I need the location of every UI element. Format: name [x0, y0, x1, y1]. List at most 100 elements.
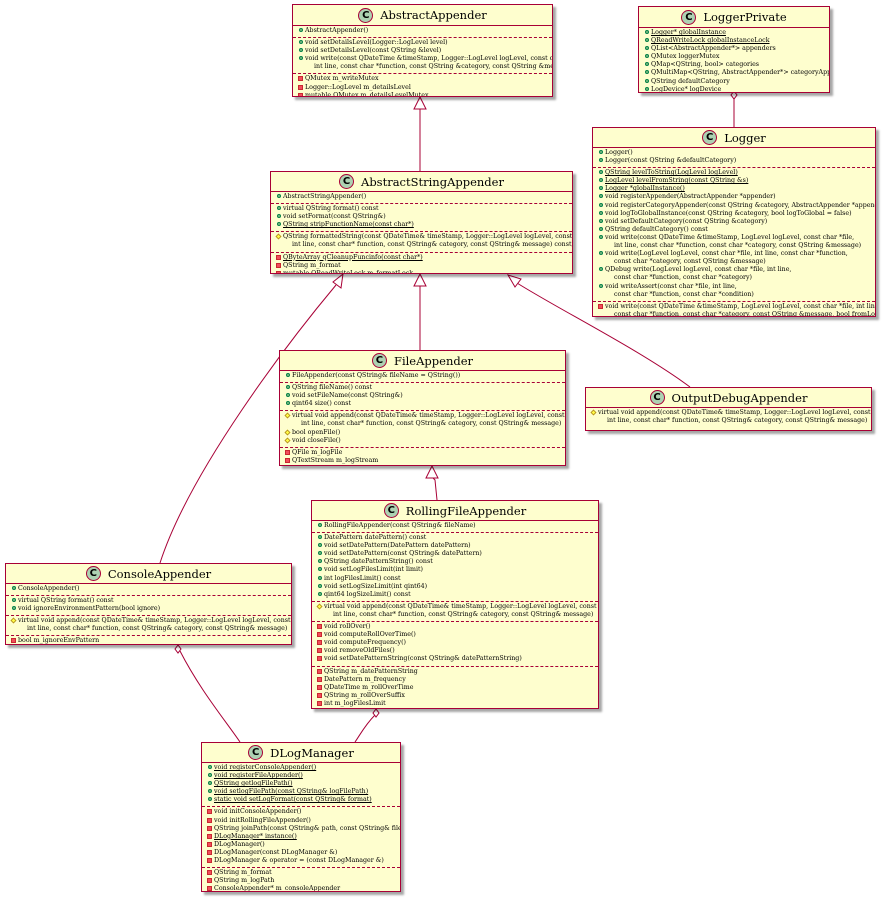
class-icon: C: [358, 7, 374, 23]
member-text: void setDatePattern(const QString& dateP…: [324, 550, 482, 558]
member-text: DLogManager* instance(): [214, 832, 297, 840]
member-text: bool m_ignoreEnvPattern: [18, 637, 100, 645]
member-text: int line, const char *function, const ch…: [614, 242, 862, 250]
member-line: void ignoreEnvironmentPattern(bool ignor…: [6, 605, 291, 613]
private-marker: [207, 817, 212, 823]
public-marker: [598, 170, 603, 175]
member-line: LogDevice* logDevice: [639, 86, 829, 92]
member-text: QString fileName() const: [292, 384, 373, 392]
member-section: void rollOver()void computeRollOverTime(…: [312, 621, 598, 665]
member-section: void initConsoleAppender()void initRolli…: [202, 806, 400, 867]
member-line: void write(LogLevel logLevel, const char…: [593, 250, 875, 258]
protected-marker: [10, 617, 17, 624]
member-text: void setDefaultCategory(const QString &c…: [605, 217, 768, 225]
member-line: QMutex loggerMutex: [639, 53, 829, 61]
public-marker: [317, 551, 322, 556]
member-text: ConsoleAppender* m_consoleAppender: [214, 885, 341, 892]
member-text: QString datePatternString() const: [324, 558, 433, 566]
member-section: Logger()Logger(const QString &defaultCat…: [593, 148, 875, 167]
member-text: DLogManager(const DLogManager &): [214, 848, 338, 856]
visibility-marker: [283, 384, 292, 390]
public-marker: [644, 38, 649, 43]
class-name: AbstractStringAppender: [361, 174, 504, 189]
continuation-indent: [315, 611, 324, 612]
member-text: mutable QMutex m_logFileMutex: [292, 465, 399, 466]
aggregation-diamond-loggerprivate: [730, 90, 738, 100]
member-text: const char *function, const char *catego…: [614, 310, 875, 317]
private-marker: [285, 457, 290, 463]
member-text: QString levelToString(LogLevel logLevel): [605, 169, 738, 177]
private-marker: [207, 878, 212, 884]
visibility-marker: [596, 283, 605, 288]
member-line: AbstractAppender(): [293, 27, 552, 35]
member-line: void setLogFilesLimit(int limit): [312, 566, 598, 574]
member-text: void rollOver(): [324, 623, 371, 631]
member-text: void writeAssert(const char *file, int l…: [605, 282, 737, 290]
member-text: DLogManager(): [214, 840, 265, 848]
public-marker: [298, 56, 303, 61]
member-text: qint64 size() const: [292, 400, 351, 408]
protected-marker: [284, 437, 291, 444]
member-line: void initRollingFileAppender(): [202, 817, 400, 825]
member-text: QString m_rollOverSuffix: [324, 691, 405, 699]
visibility-marker: [283, 465, 292, 466]
visibility-marker: [596, 266, 605, 272]
member-line: void write(const QDateTime &timeStamp, L…: [593, 234, 875, 242]
member-line: void removeOldFiles(): [312, 647, 598, 655]
member-text: int line, const char* function, const QS…: [292, 241, 573, 249]
member-text: Logger::LogLevel m_detailsLevel: [305, 83, 411, 91]
member-section: void setDetailsLevel(Logger::LogLevel le…: [293, 37, 552, 73]
edge-consoleappender-to-abstractstring: [159, 284, 337, 564]
member-section: QString levelToString(LogLevel logLevel)…: [593, 167, 875, 301]
member-text: QTextStream m_logStream: [292, 456, 379, 464]
class-icon: C: [649, 390, 665, 405]
member-text: void setLogSizeLimit(int qint64): [324, 582, 428, 590]
visibility-marker: [205, 817, 214, 823]
member-text: QReadWriteLock globalInstanceLock: [651, 37, 770, 45]
class-name: ConsoleAppender: [107, 566, 212, 581]
member-text: void setFileName(const QString&): [292, 392, 403, 400]
visibility-marker: [642, 86, 651, 91]
member-text: int logFilesLimit() const: [324, 574, 401, 582]
public-marker: [317, 583, 322, 588]
public-marker: [317, 523, 322, 527]
public-marker: [11, 598, 16, 603]
member-line: const char *function, const char *catego…: [593, 274, 875, 282]
inheritance-arrow-abstractstring-3: [506, 274, 522, 288]
member-text: QByteArray qCleanupFuncinfo(const char*): [283, 253, 423, 261]
member-text: int line, const char* function, const QS…: [607, 417, 868, 425]
member-text: QString m_logPath: [214, 877, 275, 885]
member-text: const char *category, const QString &mes…: [614, 258, 766, 266]
member-text: DatePattern datePattern() const: [324, 534, 427, 542]
visibility-marker: [205, 841, 214, 847]
member-line: QString formattedString(const QDateTime&…: [271, 233, 572, 241]
member-text: int line, const char* function, const QS…: [333, 610, 594, 618]
private-marker: [317, 700, 322, 706]
member-text: QString m_format: [283, 261, 341, 269]
member-line: void initConsoleAppender(): [202, 808, 400, 816]
public-marker: [276, 206, 281, 211]
member-line: QString joinPath(const QString& path, co…: [202, 825, 400, 833]
visibility-marker: [596, 250, 605, 256]
visibility-marker: [596, 185, 605, 191]
member-text: Logger(): [605, 149, 633, 156]
private-marker: [207, 841, 212, 847]
visibility-marker: [296, 75, 305, 82]
public-marker: [298, 48, 303, 53]
member-text: void computeFrequency(): [324, 639, 406, 647]
member-line: int line, const char* function, const QS…: [312, 611, 598, 619]
member-text: void write(const QDateTime &timeStamp, L…: [305, 55, 553, 63]
member-line: QString m_rollOverSuffix: [312, 692, 598, 700]
member-text: virtual void append(const QDateTime& tim…: [292, 412, 565, 420]
